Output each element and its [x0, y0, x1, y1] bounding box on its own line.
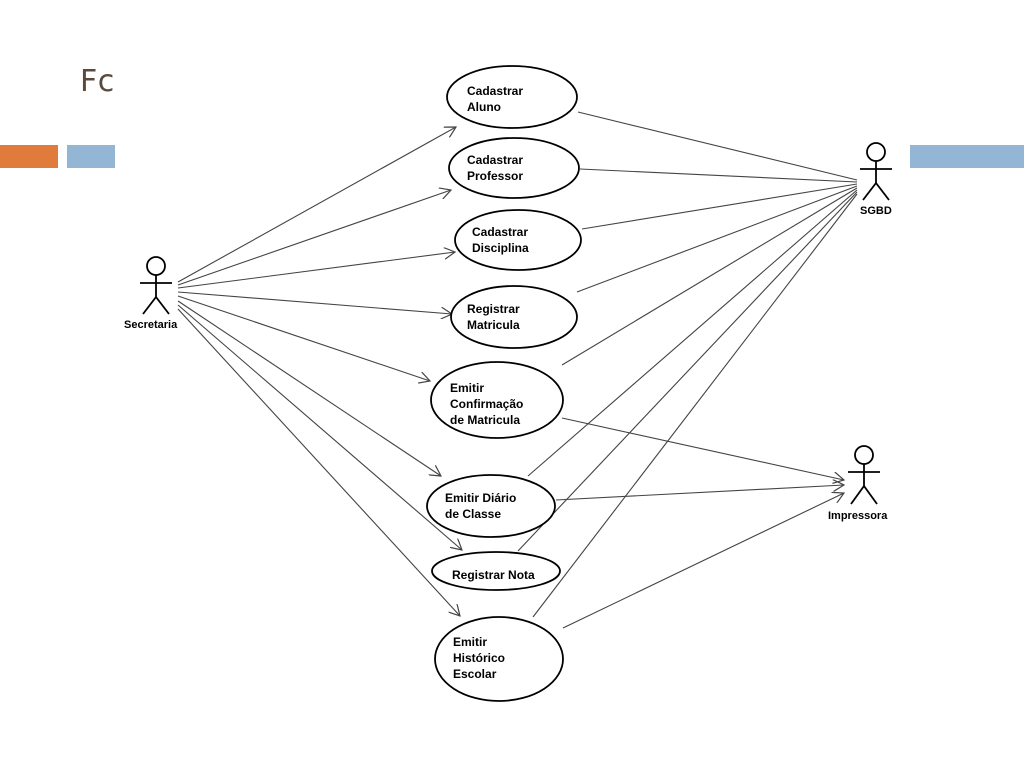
- assoc-secretaria-registrar-matricula: [177, 291, 452, 314]
- assoc-emitir-historico-impressora: [562, 493, 844, 629]
- slide-title: Fc: [80, 64, 115, 99]
- actor-label-sgbd: SGBD: [860, 205, 892, 217]
- uc-label-line: Cadastrar: [472, 225, 528, 239]
- uc-label-line: Registrar: [467, 302, 520, 316]
- uc-label-line: de Classe: [445, 507, 501, 521]
- assoc-cadastrar-professor-sgbd: [579, 168, 858, 183]
- svg-text:Cadastrar: Cadastrar: [467, 153, 523, 167]
- uc-label-line: Escolar: [453, 667, 497, 681]
- svg-text:Confirmação: Confirmação: [450, 397, 523, 411]
- use-case-cadastrar-disciplina[interactable]: Cadastrar Disciplina: [454, 209, 582, 271]
- uc-label-line: Disciplina: [472, 241, 529, 255]
- use-case-emitir-confirmacao[interactable]: Emitir Confirmação de Matricula: [430, 361, 564, 439]
- assoc-secretaria-emitir-confirmacao: [177, 295, 430, 381]
- uc-label-line: Confirmação: [450, 397, 523, 411]
- actor-head-icon: [854, 445, 874, 465]
- accent-bar-orange: [0, 145, 58, 168]
- use-case-emitir-historico[interactable]: Emitir Histórico Escolar: [434, 616, 564, 702]
- assoc-secretaria-cadastrar-disciplina: [177, 252, 455, 289]
- svg-text:Cadastrar: Cadastrar: [467, 84, 523, 98]
- uc-label-line: Matricula: [467, 318, 520, 332]
- svg-text:Emitir: Emitir: [450, 381, 484, 395]
- use-case-registrar-matricula[interactable]: Registrar Matricula: [450, 285, 578, 349]
- actor-head-icon: [146, 256, 166, 276]
- use-case-registrar-nota[interactable]: Registrar Nota: [431, 551, 561, 591]
- assoc-secretaria-cadastrar-professor: [177, 190, 451, 286]
- assoc-secretaria-cadastrar-aluno: [177, 127, 456, 283]
- assoc-emitir-diario-sgbd: [527, 189, 858, 477]
- svg-text:de Matricula: de Matricula: [450, 413, 520, 427]
- svg-text:Matricula: Matricula: [467, 318, 520, 332]
- assoc-cadastrar-aluno-sgbd: [577, 111, 858, 181]
- svg-text:Cadastrar: Cadastrar: [472, 225, 528, 239]
- uc-label-line: Registrar Nota: [452, 568, 535, 582]
- assoc-secretaria-registrar-nota: [177, 304, 462, 550]
- uc-label-line: Professor: [467, 169, 523, 183]
- svg-text:Registrar Nota: Registrar Nota: [452, 568, 535, 582]
- use-case-emitir-diario[interactable]: Emitir Diário de Classe: [426, 474, 556, 538]
- assoc-cadastrar-disciplina-sgbd: [581, 183, 858, 230]
- actor-secretaria[interactable]: Secretaria: [124, 256, 178, 331]
- uc-label-line: Emitir Diário: [445, 491, 516, 505]
- actor-head-icon: [866, 142, 886, 162]
- uc-label-line: Aluno: [467, 100, 501, 114]
- use-case-cadastrar-professor[interactable]: Cadastrar Professor: [448, 137, 580, 199]
- svg-text:Disciplina: Disciplina: [472, 241, 529, 255]
- svg-text:Emitir: Emitir: [453, 635, 487, 649]
- impressora-associations: [555, 417, 844, 629]
- actor-label-impressora: Impressora: [828, 510, 888, 522]
- uc-label-line: de Matricula: [450, 413, 520, 427]
- svg-text:Registrar: Registrar: [467, 302, 520, 316]
- uc-label-line: Emitir: [453, 635, 487, 649]
- secretaria-associations: [177, 127, 462, 616]
- actor-impressora[interactable]: Impressora: [828, 445, 888, 522]
- svg-text:Emitir Diário: Emitir Diário: [445, 491, 516, 505]
- accent-bar-blue-left: [67, 145, 115, 168]
- actor-label-secretaria: Secretaria: [124, 319, 178, 331]
- assoc-secretaria-emitir-historico: [177, 308, 460, 616]
- uc-label-line: Histórico: [453, 651, 505, 665]
- assoc-emitir-confirmacao-impressora: [561, 417, 844, 480]
- svg-text:Professor: Professor: [467, 169, 523, 183]
- assoc-emitir-confirmacao-sgbd: [561, 187, 858, 366]
- uc-label-line: Cadastrar: [467, 84, 523, 98]
- uc-label-line: Emitir: [450, 381, 484, 395]
- actor-sgbd[interactable]: SGBD: [860, 142, 892, 217]
- svg-text:de Classe: de Classe: [445, 507, 501, 521]
- assoc-registrar-nota-sgbd: [517, 191, 858, 552]
- svg-text:Histórico: Histórico: [453, 651, 505, 665]
- uc-label-line: Cadastrar: [467, 153, 523, 167]
- assoc-secretaria-emitir-diario: [177, 300, 441, 476]
- svg-text:Escolar: Escolar: [453, 667, 497, 681]
- accent-bar-blue-right: [910, 145, 1024, 168]
- svg-text:Aluno: Aluno: [467, 100, 501, 114]
- sgbd-associations: [517, 111, 858, 618]
- use-case-cadastrar-aluno[interactable]: Cadastrar Aluno: [446, 65, 578, 129]
- assoc-emitir-historico-sgbd: [532, 193, 858, 618]
- assoc-registrar-matricula-sgbd: [576, 185, 858, 293]
- assoc-emitir-diario-impressora: [555, 485, 844, 501]
